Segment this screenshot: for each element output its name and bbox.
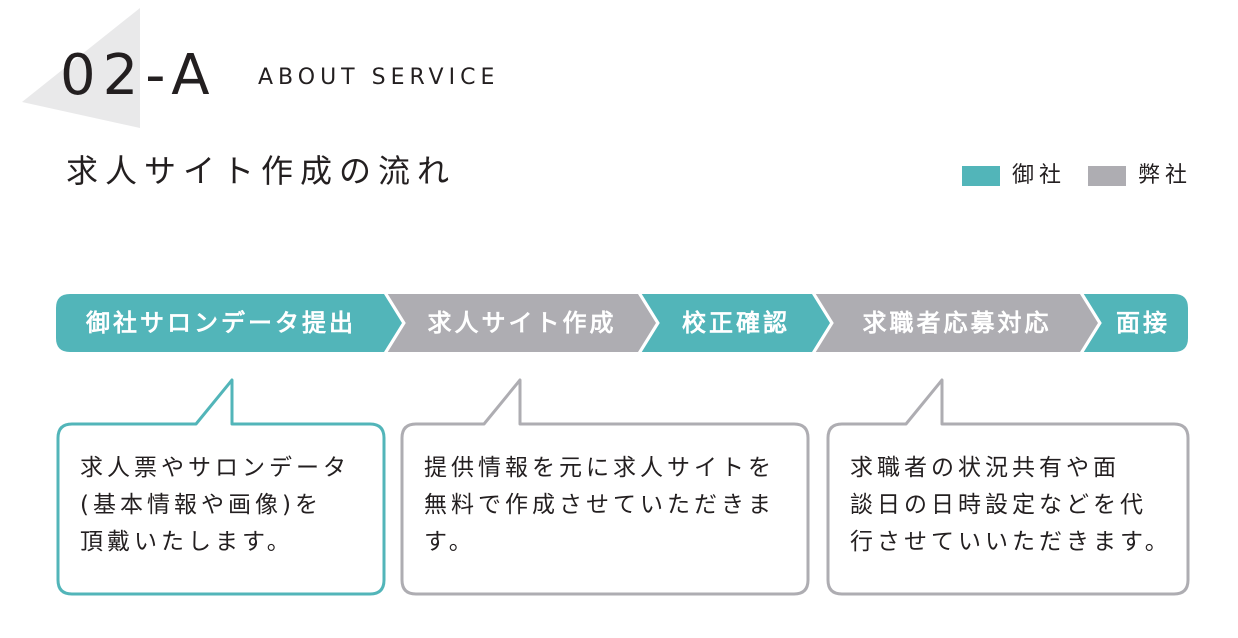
flow-step-2-shape bbox=[386, 294, 656, 352]
flow-bar-shapes bbox=[56, 294, 1188, 352]
callout-2-line-2: 無料で作成させていただきま bbox=[424, 492, 775, 518]
legend-label-client: 御社 bbox=[1011, 163, 1066, 188]
corner-decoration bbox=[22, 8, 140, 128]
flow-bar: 御社サロンデータ提出 求人サイト作成 校正確認 求職者応募対応 面接 bbox=[56, 294, 1188, 352]
legend: 御社 弊社 bbox=[940, 162, 1192, 190]
flow-step-3-label: 校正確認 bbox=[682, 309, 790, 337]
flow-step-3-shape bbox=[640, 294, 830, 352]
flow-step-5-shape bbox=[1082, 294, 1188, 352]
legend-label-us: 弊社 bbox=[1137, 163, 1192, 188]
flow-step-5-label: 面接 bbox=[1116, 309, 1170, 337]
callout-3-line-1: 求職者の状況共有や面 bbox=[850, 455, 1120, 481]
section-number: 02-A bbox=[60, 43, 217, 108]
flow-separator-4 bbox=[1080, 294, 1102, 352]
callout-1-line-3: 頂戴いたします。 bbox=[80, 529, 294, 555]
flow-separator-2 bbox=[638, 294, 660, 352]
callout-3-line-2: 談日の日時設定などを代 bbox=[850, 492, 1147, 518]
legend-item-client: 御社 bbox=[961, 162, 1066, 190]
legend-swatch-us bbox=[1087, 166, 1126, 186]
callout-2-line-1: 提供情報を元に求人サイトを bbox=[424, 455, 775, 481]
callout-2-text: 提供情報を元に求人サイトを 無料で作成させていただきま す。 bbox=[424, 450, 775, 561]
legend-swatch-client bbox=[961, 166, 1000, 186]
flow-step-1-label: 御社サロンデータ提出 bbox=[86, 309, 356, 337]
callout-3-line-3: 行させていいただきます。 bbox=[850, 529, 1172, 555]
callout-1-line-2: (基本情報や画像)を bbox=[80, 492, 322, 518]
page-title: 求人サイト作成の流れ bbox=[66, 152, 457, 190]
callout-1-shape bbox=[56, 378, 386, 596]
flow-separator-3 bbox=[812, 294, 834, 352]
callout-2-shape bbox=[400, 378, 810, 596]
flow-step-4-shape bbox=[814, 294, 1098, 352]
callout-1-line-1: 求人票やサロンデータ bbox=[80, 455, 350, 481]
callout-3-text: 求職者の状況共有や面 談日の日時設定などを代 行させていいただきます。 bbox=[850, 450, 1172, 561]
flow-separator-1 bbox=[384, 294, 406, 352]
callout-3-shape bbox=[826, 378, 1190, 596]
flow-step-2-label: 求人サイト作成 bbox=[427, 309, 617, 337]
flow-step-1-shape bbox=[56, 294, 402, 352]
flow-step-4-label: 求職者応募対応 bbox=[862, 309, 1052, 337]
callout-2-line-3: す。 bbox=[424, 529, 476, 555]
section-subtitle: ABOUT SERVICE bbox=[258, 65, 500, 90]
callout-1-text: 求人票やサロンデータ (基本情報や画像)を 頂戴いたします。 bbox=[80, 450, 350, 561]
legend-item-us: 弊社 bbox=[1087, 162, 1192, 190]
